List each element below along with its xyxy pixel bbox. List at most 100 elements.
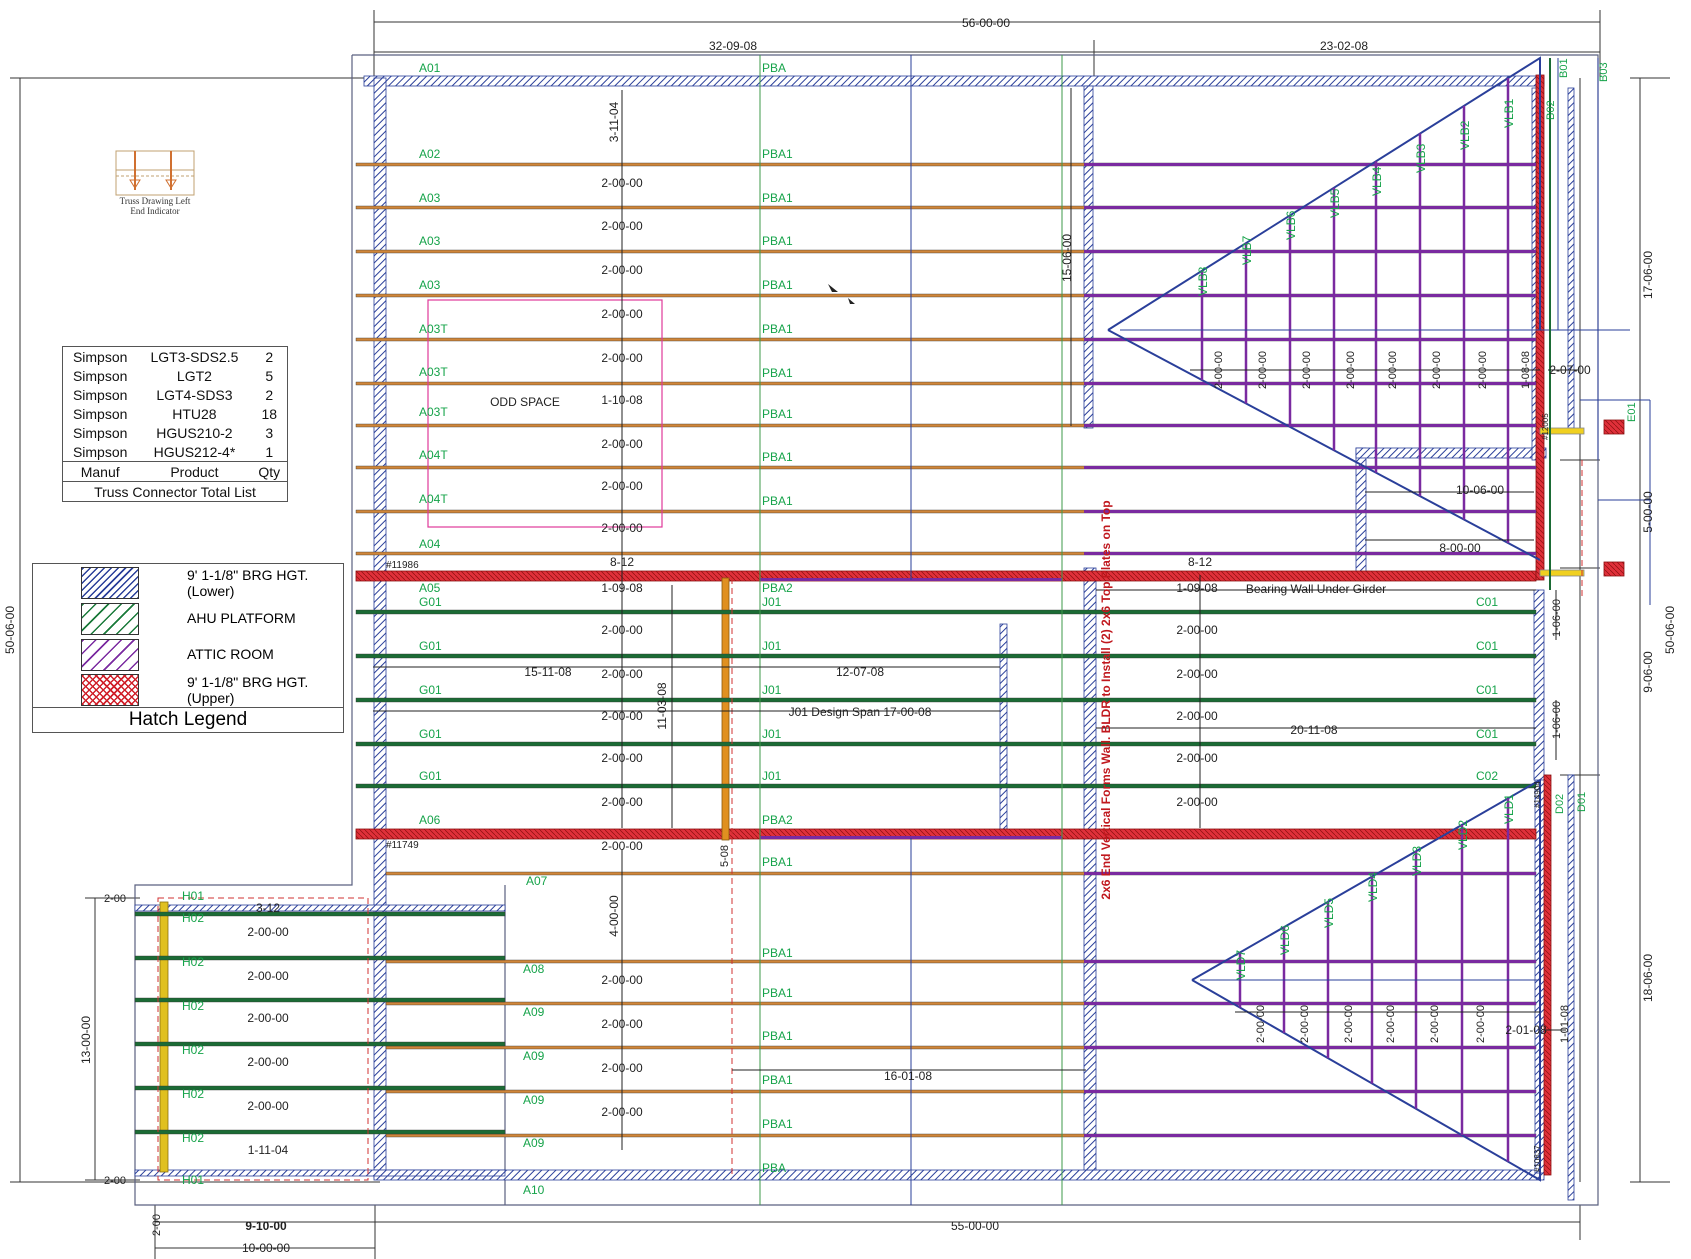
- span-dimension-arrows: [373, 88, 1578, 1150]
- dim-top-overall: 56-00-00: [962, 16, 1010, 30]
- spacing-upper-9: 2-00-00: [601, 521, 643, 535]
- truss-wing-2: [134, 997, 506, 1003]
- spacing-valley-top-6: 2-00-00: [1477, 351, 1489, 389]
- dim-right-mid: 9-06-00: [1641, 651, 1655, 693]
- truss-label-center-0: PBA: [762, 61, 786, 75]
- truss-label-left-5: A03T: [419, 322, 448, 336]
- truss-wing-3: [134, 1041, 506, 1047]
- legend-label-upper-1: 9' 1-1/8" BRG HGT.: [187, 674, 309, 690]
- truss-label-center-6: PBA1: [762, 366, 793, 380]
- valley-top-label-0: VLB1: [1502, 98, 1516, 128]
- spacing-lower-2: 2-00-00: [601, 973, 643, 987]
- dim-bottom-overall: 55-00-00: [951, 1219, 999, 1233]
- dim-left-wing-bottom: 2-00: [104, 1175, 126, 1187]
- dim-right-bottom: 18-06-00: [1641, 954, 1655, 1002]
- dashed-outlines: [157, 460, 1583, 1181]
- odd-space-outline: [427, 299, 663, 528]
- valley-top-label-3: VLB4: [1370, 166, 1384, 196]
- spacing-middle-0: 1-09-08: [601, 581, 643, 595]
- bearing-walls-lower: [134, 75, 1575, 1201]
- span-2-01-08: 2-01-08: [1505, 1023, 1547, 1037]
- connector-product: LGT2: [176, 367, 212, 384]
- truss-label-wing-2: H02: [182, 955, 204, 969]
- truss-label-left-9: A04T: [419, 492, 448, 506]
- spacing-upper-8: 2-00-00: [601, 479, 643, 493]
- truss-label-left-0: A01: [419, 61, 441, 75]
- valley-bottom-label-6: VLD7: [1234, 950, 1248, 980]
- spacing-middle-right-0: 1-09-08: [1176, 581, 1218, 595]
- truss-girder-span-3: [355, 741, 1537, 747]
- header-product: Product: [137, 461, 252, 482]
- truss-id-14904: #14904: [1533, 781, 1542, 808]
- spacing-valley-top-7: 1-08-08: [1520, 351, 1532, 389]
- span-15-11-08: 15-11-08: [524, 665, 571, 679]
- spacing-middle-right-2: 2-00-00: [1176, 667, 1218, 681]
- wall-note: 2x6 End Vertical Forms Wall. BLDR to Ins…: [1099, 500, 1113, 899]
- truss-label-left-12: G01: [419, 595, 442, 609]
- reference-lines: [759, 55, 1651, 1205]
- truss-label-wing-1: H02: [182, 911, 204, 925]
- truss-label-left-24: A10: [523, 1183, 545, 1197]
- spacing-valley-bottom-2: 2-00-00: [1343, 1005, 1355, 1043]
- truss-label-center-17: PBA1: [762, 855, 793, 869]
- valley-top-label-5: VLB6: [1284, 210, 1298, 240]
- truss-label-center-21: PBA1: [762, 1073, 793, 1087]
- dim-right-small: 5-00-00: [1641, 491, 1655, 533]
- connector-qty: 2: [265, 386, 274, 403]
- dim-bottom-left-small: 2-00: [151, 1214, 163, 1236]
- spacing-valley-bottom-1: 2-00-00: [1299, 1005, 1311, 1043]
- connector-list-title: Truss Connector Total List: [63, 481, 287, 501]
- truss-label-B03: B03: [1598, 62, 1610, 82]
- bearing-wall-label: Bearing Wall Under Girder: [1246, 582, 1386, 596]
- truss-id-10837: #10837: [1533, 1145, 1542, 1172]
- truss-label-right-1: C01: [1476, 639, 1498, 653]
- span-1-06-00-a: 1-06-00: [1551, 599, 1563, 637]
- hatch-legend: 9' 1-1/8" BRG HGT. (Lower) AHU PLATFORM …: [32, 563, 344, 733]
- truss-label-wing-7: H01: [182, 1173, 204, 1187]
- connector-product: HGUS212-4*: [153, 443, 236, 460]
- truss-label-center-2: PBA1: [762, 191, 793, 205]
- valley-top-label-7: VLB8: [1196, 266, 1210, 296]
- span-16-01-08: 16-01-08: [884, 1069, 932, 1083]
- mouse-cursor-icon: [828, 284, 855, 304]
- spacing-upper-5: 2-00-00: [601, 351, 643, 365]
- span-20-11-08: 20-11-08: [1290, 723, 1337, 737]
- truss-left-end-indicator: Truss Drawing Left End Indicator: [110, 150, 200, 216]
- truss-girder-span-4: [355, 783, 1537, 789]
- truss-label-left-13: G01: [419, 639, 442, 653]
- legend-label-attic: ATTIC ROOM: [187, 646, 274, 662]
- spacing-upper-4: 2-00-00: [601, 307, 643, 321]
- connector-qty: 18: [261, 405, 278, 422]
- spacing-lower-4: 2-00-00: [601, 1061, 643, 1075]
- truss-label-center-10: PBA2: [762, 581, 793, 595]
- truss-label-left-23: A09: [523, 1136, 545, 1150]
- span-2-07-00: 2-07-00: [1549, 363, 1591, 377]
- truss-lines: [134, 162, 1537, 1138]
- legend-item-attic: ATTIC ROOM: [33, 636, 343, 674]
- truss-label-wing-3: H02: [182, 999, 204, 1013]
- legend-swatch-attic: [81, 639, 139, 671]
- legend-item-upper-bearing: 9' 1-1/8" BRG HGT. (Upper): [33, 672, 343, 710]
- span-1-06-00-b: 1-06-00: [1551, 701, 1563, 739]
- truss-girder-span-0: [355, 609, 1537, 615]
- dim-right-overall: 50-06-00: [1663, 606, 1677, 654]
- hatch-legend-title: Hatch Legend: [33, 707, 343, 732]
- truss-label-left-8: A04T: [419, 448, 448, 462]
- truss-label-center-7: PBA1: [762, 407, 793, 421]
- truss-label-left-11: A05: [419, 581, 441, 595]
- connector-title-row: Truss Connector Total List: [63, 481, 287, 501]
- truss-label-left-16: G01: [419, 769, 442, 783]
- dim-left-overall: 50-06-00: [3, 606, 17, 654]
- truss-label-wing-5: H02: [182, 1087, 204, 1101]
- spacing-valley-top-5: 2-00-00: [1431, 351, 1443, 389]
- connector-product: HGUS210-2: [156, 424, 233, 441]
- truss-label-center-14: J01: [762, 727, 782, 741]
- truss-label-left-7: A03T: [419, 405, 448, 419]
- legend-label-upper-2: (Upper): [187, 690, 235, 706]
- span-11-03-08: 11-03-08: [655, 682, 669, 729]
- connector-product: HTU28: [172, 405, 217, 422]
- truss-label-left-14: G01: [419, 683, 442, 697]
- truss-label-center-1: PBA1: [762, 147, 793, 161]
